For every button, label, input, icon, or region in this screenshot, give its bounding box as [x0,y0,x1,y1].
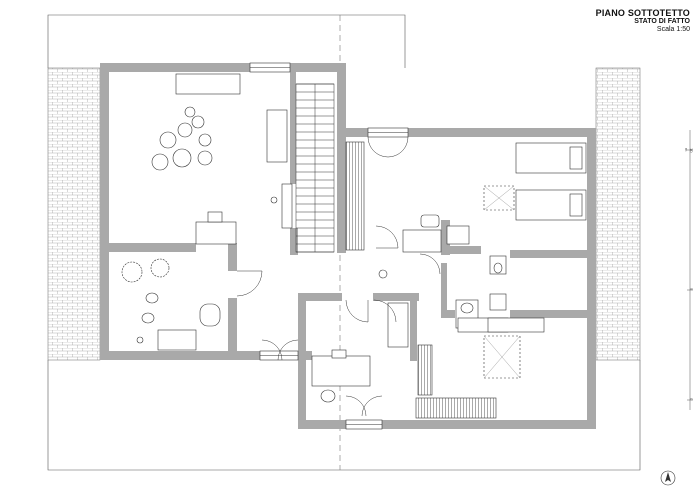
scale-label-0: 0 [689,398,694,401]
wardrobe-left [345,141,365,251]
scale-label-10m: 10 m [684,148,694,153]
furniture-living [151,73,293,245]
scale-label-5: 5 [689,288,694,291]
staircase [295,83,335,253]
plan-subtitle: STATO DI FATTO [634,18,690,26]
door-swings [236,136,441,417]
right-brick-wall [595,67,641,361]
wardrobe-bottom [415,397,497,419]
walls [100,63,596,429]
windows [249,62,409,430]
north-arrow-icon [660,470,676,486]
plan-scale: Scala 1:50 [656,26,690,34]
title-block: PIANO SOTTOTETTO STATO DI FATTO Scala 1:… [596,8,690,34]
shelf-unit [417,344,433,396]
furniture-bedroom [378,142,587,279]
plan-title: PIANO SOTTOTETTO [595,8,690,18]
furniture-study [121,258,221,351]
side-scale-bar [687,130,693,410]
bathroom-fixtures [446,185,545,379]
furniture-office [311,302,409,403]
left-brick-wall [47,67,101,361]
